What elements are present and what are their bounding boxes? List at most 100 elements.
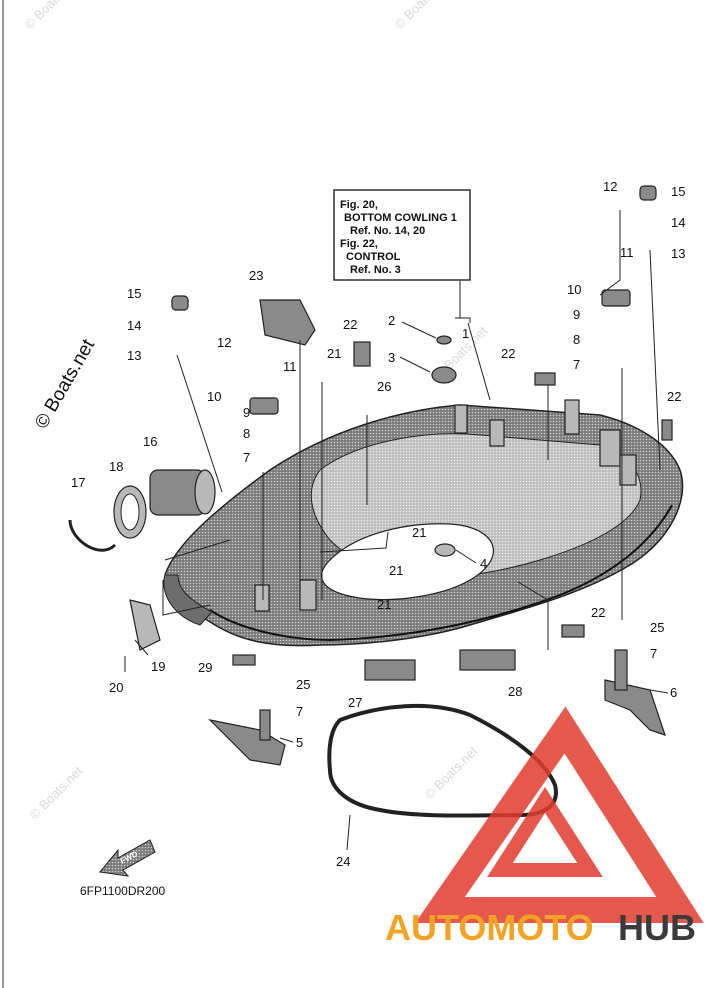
callout-2: 2 [388, 313, 395, 328]
label-28 [459, 649, 516, 671]
callout-10: 10 [207, 389, 221, 404]
callout-14: 14 [671, 215, 685, 230]
cowling-left-nose [163, 574, 213, 626]
leader-line [517, 581, 549, 650]
reference-box: Fig. 20, BOTTOM COWLING 1 Ref. No. 14, 2… [333, 189, 471, 323]
leader-line [346, 814, 351, 851]
bottom-cowling [163, 399, 684, 647]
callouts: 1 2 3 4 5 6 7 7 7 7 8 8 9 9 10 10 11 11 … [71, 179, 685, 869]
callout-7: 7 [650, 646, 657, 661]
callout-16: 16 [143, 434, 157, 449]
watermark-side: © Boats.net [31, 335, 99, 432]
hose-joint-flange [194, 469, 216, 515]
callout-22: 22 [667, 389, 681, 404]
leader-line [455, 549, 477, 564]
bracket-post-6 [614, 649, 628, 691]
cowling-boss [299, 579, 317, 611]
callout-23: 23 [249, 268, 263, 283]
mount-4 [434, 543, 456, 557]
leader-line [164, 539, 231, 561]
callout-24: 24 [336, 854, 350, 869]
bracket-part-5 [208, 719, 286, 766]
hardware [171, 185, 673, 681]
cowling-rim [209, 504, 673, 642]
cap-15-left [171, 295, 189, 311]
cowling-boss [564, 399, 580, 435]
callout-11: 11 [283, 359, 297, 374]
callout-25: 25 [296, 677, 310, 692]
callout-28: 28 [508, 684, 522, 699]
bracket-left [129, 599, 161, 651]
cowling-boss [599, 429, 621, 467]
callout-21: 21 [412, 525, 426, 540]
callout-18: 18 [109, 459, 123, 474]
watermark-tile: © Boats.net [22, 0, 81, 32]
label-27 [364, 659, 416, 681]
callout-1: 1 [462, 326, 469, 341]
callout-12: 12 [603, 179, 617, 194]
lever-10-left [249, 397, 279, 415]
diagram-code: 6FP1100DR200 [80, 884, 165, 898]
callout-15: 15 [127, 286, 141, 301]
washer-2 [436, 335, 452, 345]
logo-triangle-icon [415, 706, 704, 923]
leader-line [649, 689, 669, 694]
label-22-a [353, 341, 371, 367]
fwd-arrow-shape [99, 839, 156, 877]
bracket-part-6 [604, 679, 666, 736]
reference-box-frame [333, 189, 471, 281]
callout-12: 12 [217, 335, 231, 350]
leader-line [134, 639, 149, 656]
watermark-tile: © Boats.net [27, 763, 86, 822]
callout-13: 13 [671, 246, 685, 261]
reference-line: Fig. 20, [340, 199, 378, 211]
label-22-b [534, 372, 556, 386]
callout-9: 9 [573, 307, 580, 322]
cowling-boss [489, 419, 505, 447]
callout-3: 3 [388, 350, 395, 365]
callout-25: 25 [650, 620, 664, 635]
callout-22: 22 [343, 317, 357, 332]
callout-4: 4 [480, 556, 487, 571]
reference-leader [455, 281, 471, 323]
callout-5: 5 [296, 735, 303, 750]
logo-text-automoto: AUTOMOTO [385, 907, 594, 948]
fwd-arrow: FWD [99, 839, 156, 877]
callout-8: 8 [573, 332, 580, 347]
cowling-opening [320, 523, 494, 601]
leader-line [279, 737, 294, 743]
cowling-boss [619, 454, 637, 486]
callout-14: 14 [127, 318, 141, 333]
automotohub-logo: AUTOMOTO HUB [385, 706, 704, 948]
reference-line: Fig. 22, [340, 238, 378, 250]
callout-20: 20 [109, 680, 123, 695]
leader-line [399, 356, 431, 373]
label-29 [232, 654, 256, 666]
lever-10-right [601, 289, 631, 307]
callout-9: 9 [243, 405, 250, 420]
leader-line [162, 580, 211, 616]
callout-21: 21 [327, 346, 341, 361]
reference-line: Ref. No. 3 [350, 264, 401, 276]
cowling-boss [254, 584, 270, 612]
bracket-part-23 [259, 299, 316, 346]
leader-lines [124, 210, 669, 851]
callout-11: 11 [620, 245, 634, 260]
logo-text-hub: HUB [618, 907, 696, 948]
callout-27: 27 [348, 695, 362, 710]
watermark-tile: © Boats.net [422, 743, 481, 802]
callout-15: 15 [671, 184, 685, 199]
callout-7: 7 [243, 450, 250, 465]
callout-10: 10 [567, 282, 581, 297]
reference-line: CONTROL [346, 251, 401, 263]
callout-7: 7 [296, 704, 303, 719]
callout-21: 21 [377, 597, 391, 612]
callout-13: 13 [127, 348, 141, 363]
left-parts [68, 299, 666, 766]
callout-29: 29 [198, 660, 212, 675]
callout-22: 22 [501, 346, 515, 361]
clamp-ring-hole [120, 493, 140, 531]
callout-17: 17 [71, 475, 85, 490]
callout-6: 6 [670, 685, 677, 700]
